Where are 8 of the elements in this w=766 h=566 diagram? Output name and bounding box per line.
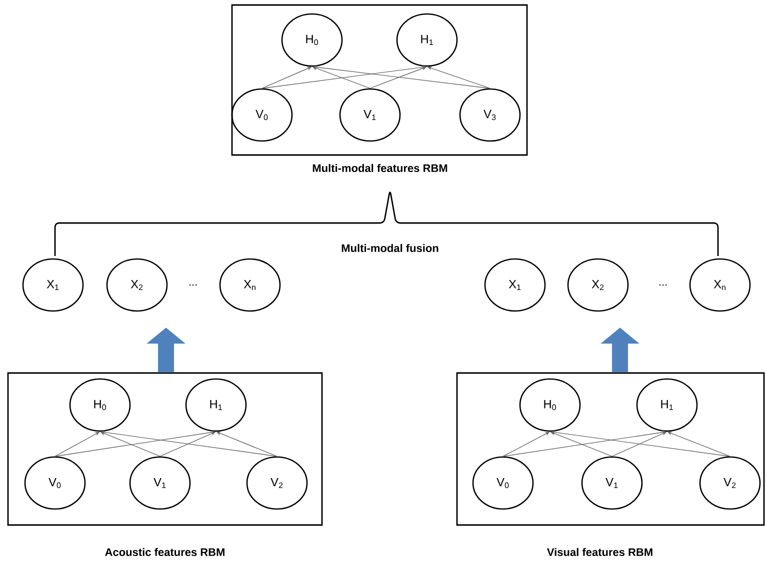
box-title: Acoustic features RBM — [105, 548, 224, 556]
box-title: Multi-modal features RBM — [312, 164, 448, 172]
arrow — [54, 432, 100, 457]
ellipsis: ... — [659, 284, 667, 286]
ellipsis: ... — [189, 284, 197, 286]
box-title: Visual features RBM — [547, 548, 652, 556]
arrow — [502, 432, 550, 457]
fusion-label: Multi-modal fusion — [342, 244, 438, 252]
